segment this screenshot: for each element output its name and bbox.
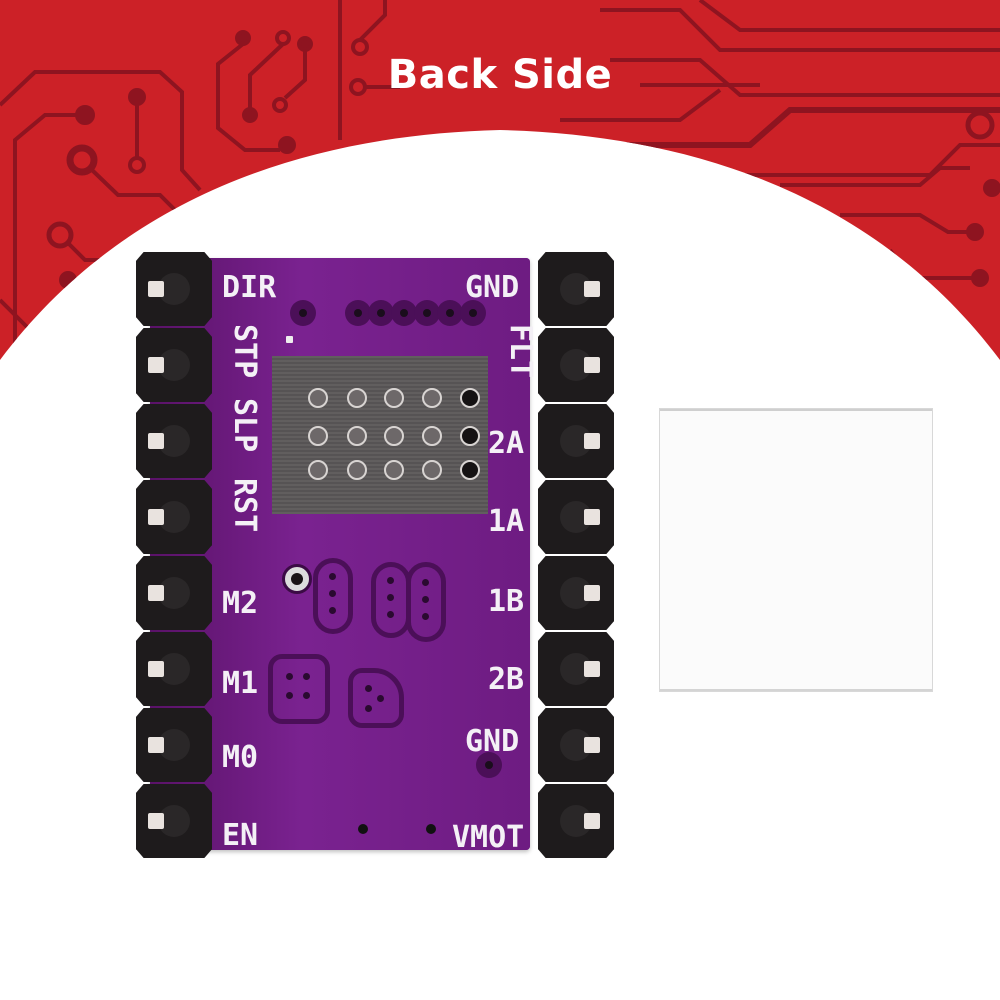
via-ring [368,300,394,326]
page-title: Back Side [387,52,613,98]
pin-label-flt: FLT [503,324,538,379]
pin-label-2a: 2A [488,426,525,461]
pin-label-en: EN [222,818,259,853]
via-ring [437,300,463,326]
via-ring [345,300,371,326]
thermal-pad [272,356,488,514]
pad-cluster-3 [348,668,404,728]
header-pin [538,480,614,554]
jumper-slot [313,558,353,634]
header-pin [136,708,212,782]
header-pin [538,708,614,782]
jumper-slot [406,562,446,642]
header-pin [538,784,614,858]
header-pin [136,480,212,554]
pin-label-m2: M2 [222,586,259,621]
header-pin [538,632,614,706]
header-pin [136,252,212,326]
pin-label-m1: M1 [222,666,259,701]
pin-label-dir: DIR [222,270,277,305]
header-pin [136,784,212,858]
pin-label-gnd-bottom: GND [465,724,520,759]
via-hole [426,824,436,834]
pin-label-vmot: VMOT [452,820,525,855]
header-pin [136,328,212,402]
pin-label-gnd-top: GND [465,270,520,305]
pin1-marker-dot [286,336,293,343]
via-ring [290,300,316,326]
jumper-slot [371,562,411,638]
pin-label-1a: 1A [488,504,525,539]
header-pin [136,404,212,478]
pad-cluster-4 [268,654,330,724]
via-ring [460,300,486,326]
pin-label-m0: M0 [222,740,259,775]
pin-label-2b: 2B [488,662,525,697]
stepper-driver-board: DIR STP SLP RST M2 M1 M0 EN GND FLT 2A 1… [136,252,614,858]
header-pin [538,404,614,478]
header-pin [136,556,212,630]
pin-label-rst: RST [227,478,262,533]
purple-pcb: DIR STP SLP RST M2 M1 M0 EN GND FLT 2A 1… [150,258,538,855]
thermal-pad-sheet [659,408,933,692]
pin-label-1b: 1B [488,584,525,619]
header-pin [538,556,614,630]
pin-label-stp: STP [227,324,262,379]
mounting-hole [282,564,312,594]
via-hole [358,824,368,834]
header-pin [538,252,614,326]
pin-label-slp: SLP [227,398,262,453]
via-ring [476,752,502,778]
header-pin [538,328,614,402]
via-ring [414,300,440,326]
header-pin [136,632,212,706]
via-ring [391,300,417,326]
